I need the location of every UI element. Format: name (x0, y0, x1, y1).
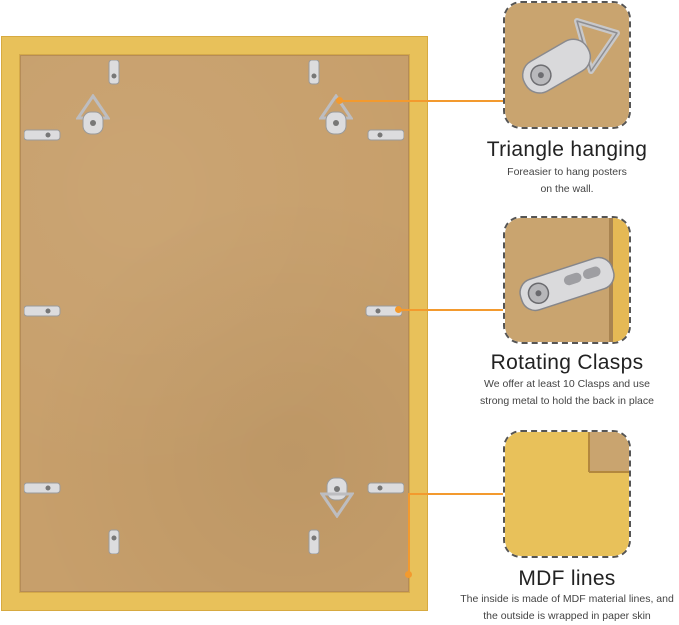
feature-desc-clasps: We offer at least 10 Clasps and use stro… (445, 376, 679, 410)
clasp-icon (24, 305, 61, 317)
desc-line: on the wall. (540, 183, 594, 195)
mdf-backing-board (20, 55, 409, 592)
desc-line: the outside is wrapped in paper skin (483, 610, 651, 622)
callout-dot (405, 571, 412, 578)
clasp-icon (308, 60, 320, 85)
clasp-icon (367, 129, 404, 141)
desc-line: Foreasier to hang posters (507, 166, 627, 178)
rotating-clasp-detail (503, 216, 631, 344)
desc-line: We offer at least 10 Clasps and use (484, 378, 650, 390)
picture-frame-back (1, 36, 428, 611)
clasp-icon (24, 482, 61, 494)
feature-desc-mdf: The inside is made of MDF material lines… (445, 591, 679, 625)
feature-title-mdf: MDF lines (518, 567, 616, 590)
feature-title-clasps: Rotating Clasps (490, 351, 644, 374)
clasp-icon (367, 482, 404, 494)
feature-title-triangle: Triangle hanging (486, 138, 648, 161)
triangle-hanger-detail (503, 1, 631, 129)
feature-desc-triangle: Foreasier to hang posters on the wall. (445, 164, 679, 198)
triangle-hanger-icon (320, 477, 354, 518)
clasp-icon (24, 129, 61, 141)
clasp-icon (308, 529, 320, 554)
triangle-hanger-icon (76, 94, 110, 135)
callout-dot (336, 97, 343, 104)
callout-line (399, 309, 503, 311)
desc-line: strong metal to hold the back in place (480, 395, 654, 407)
callout-line (408, 493, 410, 573)
clasp-icon (108, 60, 120, 85)
mdf-corner-detail (503, 430, 631, 558)
triangle-hanger-icon (319, 94, 353, 135)
clasp-icon (108, 529, 120, 554)
callout-dot (395, 306, 402, 313)
desc-line: The inside is made of MDF material lines… (460, 593, 674, 605)
callout-line (340, 100, 503, 102)
clasp-icon (365, 305, 402, 317)
callout-line (408, 493, 503, 495)
